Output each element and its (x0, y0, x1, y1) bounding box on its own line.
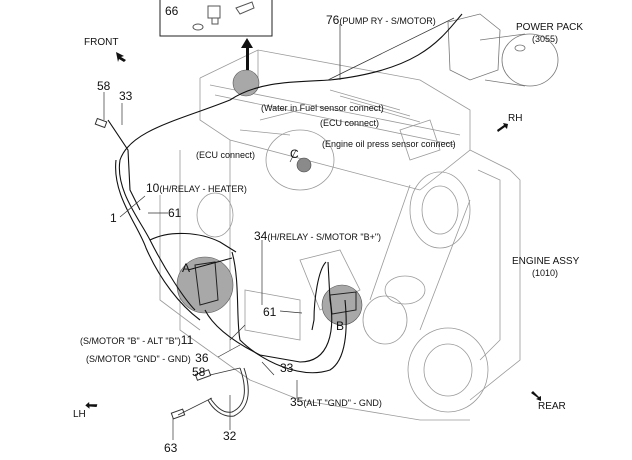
ground-strap (94, 117, 249, 420)
callout-number: 10 (146, 181, 160, 195)
detail-label-b: B (336, 319, 345, 333)
engine-assy-label: ENGINE ASSY (512, 256, 580, 267)
callout-desc: (H/RELAY - HEATER) (159, 184, 247, 194)
detail-label-c: C (290, 147, 299, 161)
callout-desc: (PUMP RY - S/MOTOR) (339, 16, 436, 26)
inset-box (159, 0, 273, 37)
direction-front: FRONT (84, 37, 119, 48)
callout-number: 76 (326, 13, 340, 27)
power-pack-drawing (447, 13, 559, 87)
callout-76: 76(PUMP RY - S/MOTOR) (326, 12, 436, 28)
direction-rear: REAR (538, 401, 566, 412)
wire-harness (107, 13, 463, 374)
detail-label-a: A (182, 261, 191, 275)
callout-36: (S/MOTOR "GND" - GND) 36 (86, 350, 209, 366)
detail-zone-c (296, 157, 312, 173)
rear-arrow-icon (531, 391, 541, 401)
callout-number: 11 (180, 333, 194, 347)
callout-10: 10(H/RELAY - HEATER) (146, 180, 247, 196)
ecu-connect-left: (ECU connect) (196, 150, 256, 160)
callout-33-bottom: 33 (280, 361, 294, 375)
callout-33-top: 33 (119, 89, 133, 103)
callout-11: (S/MOTOR "B" - ALT "B")11 (80, 332, 193, 348)
callout-number: 36 (195, 351, 209, 365)
callout-61-center: 61 (263, 305, 277, 319)
callout-number: 34 (254, 229, 268, 243)
callout-58-bottom: 58 (192, 365, 206, 379)
callout-61-left: 61 (168, 206, 182, 220)
callout-58-top: 58 (97, 79, 111, 93)
callout-desc: (S/MOTOR "B" - ALT "B") (80, 336, 181, 346)
callout-34: 34(H/RELAY - S/MOTOR "B+") (254, 228, 381, 244)
ecu-connect-top: (ECU connect) (320, 118, 380, 128)
callout-32: 32 (223, 429, 237, 443)
front-arrow-icon (116, 52, 126, 62)
power-pack-code: (3055) (532, 34, 559, 44)
callout-desc: (S/MOTOR "GND" - GND) (86, 354, 191, 364)
inset-arrow-icon (241, 38, 253, 70)
detail-zone-a (176, 256, 234, 314)
power-pack-label: POWER PACK (516, 22, 584, 33)
callout-1: 1 (110, 211, 117, 225)
callout-66: 66 (165, 4, 179, 18)
callout-35: 35(ALT "GND" - GND) (290, 394, 382, 410)
callout-number: 35 (290, 395, 304, 409)
direction-lh: LH (73, 409, 86, 420)
engine-outline (159, 49, 521, 421)
engine-assy-code: (1010) (532, 268, 559, 278)
rh-arrow-icon (497, 123, 508, 132)
callout-desc: (ALT "GND" - GND) (303, 398, 382, 408)
fitting-icon (192, 1, 255, 31)
direction-rh: RH (508, 113, 523, 124)
callout-desc: (H/RELAY - S/MOTOR "B+") (267, 232, 382, 242)
water-in-fuel-connect: (Water in Fuel sensor connect) (261, 103, 384, 113)
engine-oil-press-connect: (Engine oil press sensor connect) (322, 139, 456, 149)
lh-arrow-icon (85, 402, 98, 409)
callout-63: 63 (164, 441, 178, 455)
